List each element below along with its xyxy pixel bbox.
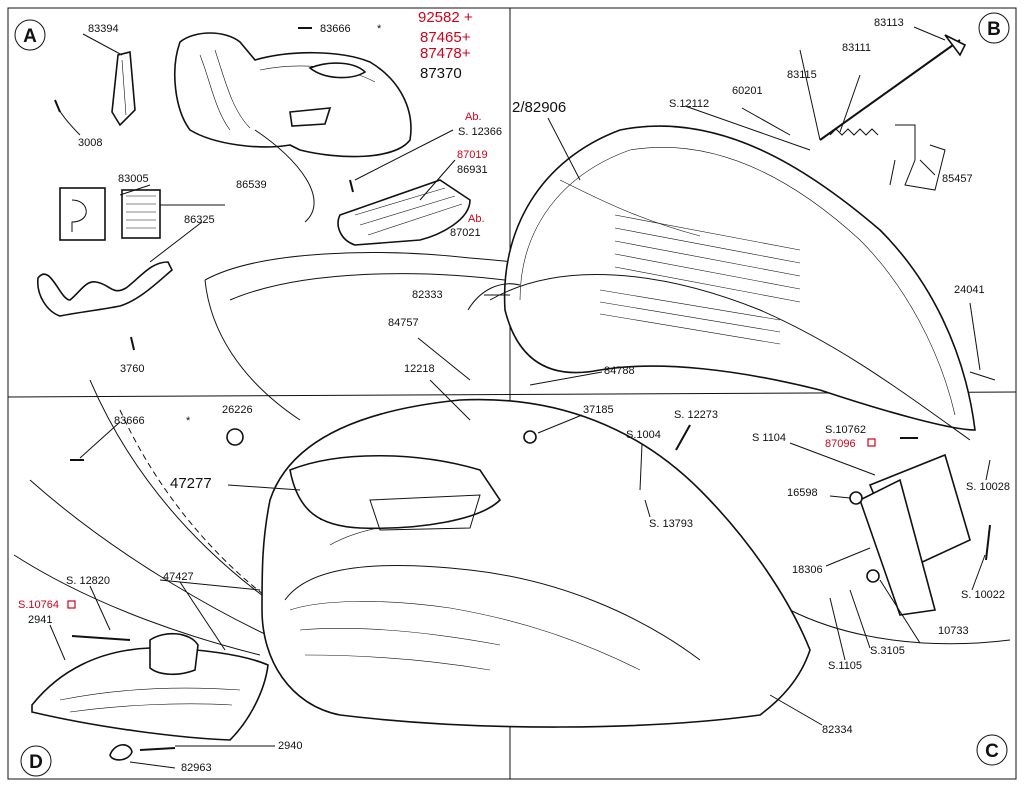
clip-82963 [109, 744, 133, 761]
label-83115: 83115 [787, 69, 817, 81]
svg-text:A: A [23, 26, 37, 47]
cable-82333 [467, 283, 521, 311]
piaggio-badge [59, 187, 106, 241]
label-87019: 87019 [457, 149, 488, 161]
screw-s10022 [985, 524, 991, 561]
badge-gasket [121, 189, 161, 239]
label-86325: 86325 [184, 214, 215, 226]
label-26226: 26226 [222, 404, 253, 416]
screw-3760 [130, 336, 135, 351]
quadrant-marker-a: A [14, 19, 46, 51]
label-83005: 83005 [118, 173, 149, 185]
label-s12112: S.12112 [669, 98, 709, 110]
label-83394: 83394 [88, 23, 119, 35]
nut-16598 [849, 491, 863, 505]
label-87021: 87021 [450, 227, 481, 239]
cowl-handle-bracket [289, 454, 502, 531]
quadrant-marker-b: B [978, 12, 1010, 44]
label-47277: 47277 [170, 475, 212, 492]
label-86539: 86539 [236, 179, 267, 191]
label-ab-2: Ab. [468, 213, 485, 225]
label-s3105: S.3105 [870, 645, 905, 657]
label-47427: 47427 [163, 571, 194, 583]
label-60201: 60201 [732, 85, 763, 97]
hood-spring [829, 128, 879, 136]
tray-clip [149, 632, 199, 676]
label-82963: 82963 [181, 762, 212, 774]
glovebox-lid [337, 179, 471, 246]
nut-18306 [866, 569, 880, 583]
quadrant-marker-d: D [20, 745, 52, 777]
svg-text:C: C [985, 741, 999, 762]
label-85457: 85457 [942, 173, 973, 185]
label-s1104: S 1104 [752, 432, 786, 444]
grommet-26226 [226, 428, 244, 446]
label-3008: 3008 [78, 137, 102, 149]
label-12218: 12218 [404, 363, 435, 375]
red-square-marker-2 [67, 600, 76, 609]
label-s13793: S. 13793 [649, 518, 693, 530]
cowl-trim-strip [489, 274, 971, 441]
hood-clip [895, 124, 946, 191]
number-plate [859, 453, 971, 616]
label-84757: 84757 [388, 317, 419, 329]
label-83666-a: 83666 [320, 23, 351, 35]
label-2941: 2941 [28, 614, 52, 626]
svg-text:B: B [987, 19, 1001, 40]
label-s10762: S.10762 [825, 424, 866, 436]
label-s10764: S.10764 [18, 599, 59, 611]
label-10733: 10733 [938, 625, 969, 637]
label-s1105: S.1105 [828, 660, 862, 672]
leader-lines [49, 26, 991, 769]
label-s12273: S. 12273 [674, 409, 718, 421]
red-square-marker [867, 438, 876, 447]
label-83666-b: 83666 [114, 415, 145, 427]
label-24041: 24041 [954, 284, 985, 296]
label-83111: 83111 [842, 42, 871, 54]
label-s10028: S. 10028 [966, 481, 1010, 493]
pin-2940 [139, 747, 176, 751]
label-16598: 16598 [787, 487, 818, 499]
label-82334: 82334 [822, 724, 853, 736]
label-3760: 3760 [120, 363, 144, 375]
label-92582: 92582 + [418, 9, 473, 26]
label-s1004: S.1004 [626, 429, 661, 441]
label-86931: 86931 [457, 164, 488, 176]
label-82333: 82333 [412, 289, 443, 301]
sheet-border [7, 7, 1017, 780]
label-82906: 2/82906 [512, 99, 566, 116]
label-87370: 87370 [420, 65, 462, 82]
label-s12820: S. 12820 [66, 575, 110, 587]
glovebox-housing [174, 32, 412, 158]
label-87465: 87465+ [420, 29, 471, 46]
label-87096: 87096 [825, 438, 856, 450]
label-87478: 87478+ [420, 45, 471, 62]
label-s10022: S. 10022 [961, 589, 1005, 601]
label-ab-1: Ab. [465, 111, 482, 123]
bolt-s12820 [71, 635, 131, 641]
screw-s12273 [675, 424, 691, 451]
toolbox-tray [31, 647, 269, 741]
label-18306: 18306 [792, 564, 823, 576]
grommet-37185 [523, 430, 537, 444]
screw-s12366 [349, 179, 354, 193]
quadrant-marker-c: C [976, 734, 1008, 766]
part-number-labels: 83394 3008 83666 * 92582 + 87465+ 87478+… [18, 9, 1010, 774]
svg-text:D: D [29, 752, 43, 773]
label-83666-a-star: * [377, 23, 382, 35]
vespa-script-emblem [37, 261, 173, 317]
label-84788: 84788 [604, 365, 635, 377]
label-2940: 2940 [278, 740, 302, 752]
pin-24041 [969, 371, 996, 381]
hinge-bracket [111, 50, 136, 127]
label-83666-b-star: * [186, 415, 191, 427]
engine-cowl [503, 125, 976, 431]
label-37185: 37185 [583, 404, 614, 416]
label-83113: 83113 [874, 17, 904, 29]
label-s12366: S. 12366 [458, 126, 502, 138]
